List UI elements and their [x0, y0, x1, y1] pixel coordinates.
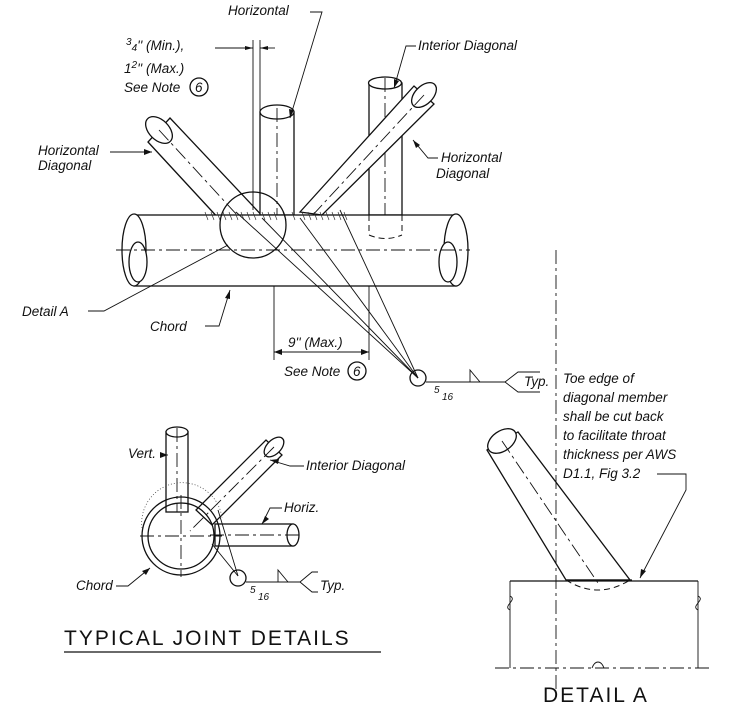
- dim-max-rest: '' (Max.): [137, 61, 184, 76]
- gap-dimension: [215, 40, 275, 210]
- left-hd-label-1: Horizontal: [38, 143, 100, 158]
- note-line-6: D1.1, Fig 3.2: [563, 466, 641, 481]
- weld-size-den-bottom: 16: [258, 592, 270, 603]
- right-hd-label-1: Horizontal: [441, 150, 503, 165]
- detail-a-note: Toe edge of diagonal member shall be cut…: [563, 371, 676, 481]
- dim-min-sub: 4: [132, 43, 138, 54]
- vert-label: Vert.: [128, 446, 156, 461]
- note-circle-top: [189, 77, 209, 97]
- weld-size-num-top: 5: [434, 385, 440, 396]
- dim-min-rest: '' (Min.),: [137, 38, 184, 53]
- nine-inch-dimension: [273, 286, 370, 360]
- chord-bottom-label: Chord: [76, 578, 113, 593]
- note-circle-bottom: [347, 361, 367, 381]
- typ-label-bottom: Typ.: [320, 578, 345, 593]
- weld-size-num-bottom: 5: [250, 585, 256, 596]
- horizontal-label: Horizontal: [228, 3, 290, 18]
- section-view: Vert. Interior Diagonal Horiz. Chord 5 1…: [64, 426, 406, 653]
- dim-max-text: 12'' (Max.): [124, 60, 184, 76]
- main-elevation-view: 34'' (Min.), 12'' (Max.) See Note 6 Hori…: [22, 3, 549, 403]
- detail-a-title: DETAIL A: [543, 684, 649, 707]
- dim-max-sub: 2: [131, 60, 138, 71]
- detail-a-callout: Detail A: [22, 304, 69, 319]
- dim-max-sup: 1: [124, 61, 132, 76]
- see-note-top: See Note: [124, 80, 180, 95]
- interior-diagonal-bottom-label: Interior Diagonal: [306, 458, 406, 473]
- interior-diagonal-label: Interior Diagonal: [418, 38, 518, 53]
- detail-a-view: Toe edge of diagonal member shall be cut…: [486, 250, 710, 707]
- dim-9-text: 9'' (Max.): [288, 335, 343, 350]
- typ-label-top: Typ.: [524, 374, 549, 389]
- weld-symbol-top: [235, 209, 540, 393]
- note-line-3: shall be cut back: [563, 409, 665, 424]
- left-hd-label-2: Diagonal: [38, 158, 92, 173]
- chord-pipe: [116, 213, 470, 287]
- horiz-label: Horiz.: [284, 500, 319, 515]
- weld-size-den-top: 16: [442, 392, 454, 403]
- right-horizontal-diagonal-pipe: [298, 81, 438, 219]
- note-line-2: diagonal member: [563, 390, 668, 405]
- note-line-5: thickness per AWS: [563, 447, 676, 462]
- chord-label: Chord: [150, 319, 187, 334]
- right-hd-label-2: Diagonal: [436, 166, 490, 181]
- note-line-1: Toe edge of: [563, 371, 635, 386]
- see-note-bottom: See Note: [284, 364, 340, 379]
- typical-joint-details-title: TYPICAL JOINT DETAILS: [64, 627, 351, 650]
- note-line-4: to facilitate throat: [563, 428, 667, 443]
- note-number-bottom: 6: [353, 364, 361, 379]
- note-number-top: 6: [195, 80, 203, 95]
- horizontal-member-pipe: [259, 104, 295, 218]
- dim-min-text: 34'' (Min.),: [126, 37, 184, 54]
- dim-min-sup: 3: [126, 37, 132, 48]
